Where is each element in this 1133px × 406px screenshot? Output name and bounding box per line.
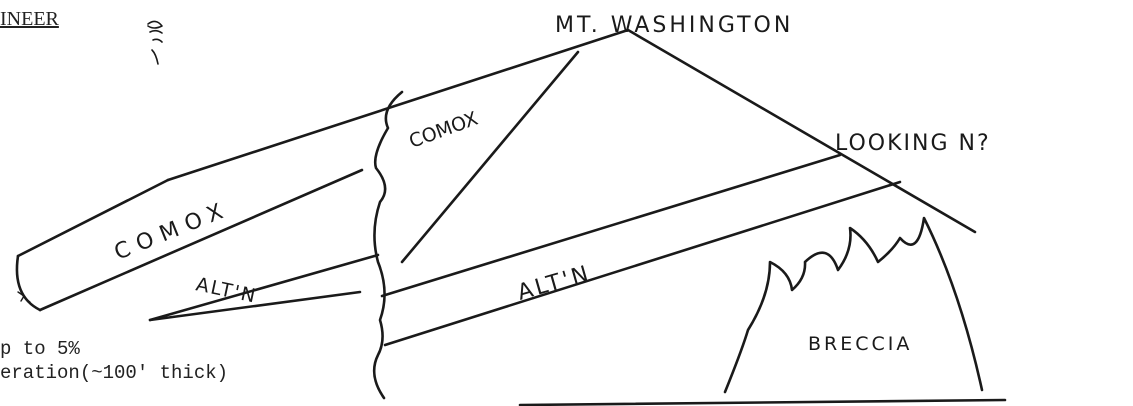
ink-smudge-top: [148, 21, 162, 64]
label-altn-main: ALT'N: [515, 261, 594, 306]
mountain-profile-left-slope: [168, 30, 628, 180]
label-comox-upper: COMOX: [406, 108, 481, 153]
comox-contact-line: [402, 52, 578, 262]
ground-line: [520, 400, 1005, 405]
altn-bed-lower-boundary-left: [150, 255, 378, 320]
label-mt-washington: MT. WASHINGTON: [555, 13, 793, 38]
comox-bed-left-end: [17, 256, 40, 310]
irregular-contact-line: [374, 92, 402, 398]
label-comox-left: COMOX: [111, 196, 234, 265]
label-breccia: BRECCIA: [808, 333, 912, 355]
breccia-outline: [725, 218, 982, 392]
note-line-1: p to 5%: [0, 338, 80, 360]
altn-bed-upper-boundary: [382, 155, 840, 296]
label-altn-left: ALT'N: [194, 273, 259, 307]
note-line-2: eration(~100' thick): [0, 362, 228, 384]
altn-bed-lower-boundary: [385, 182, 900, 345]
label-looking-north: LOOKING N?: [835, 131, 991, 156]
